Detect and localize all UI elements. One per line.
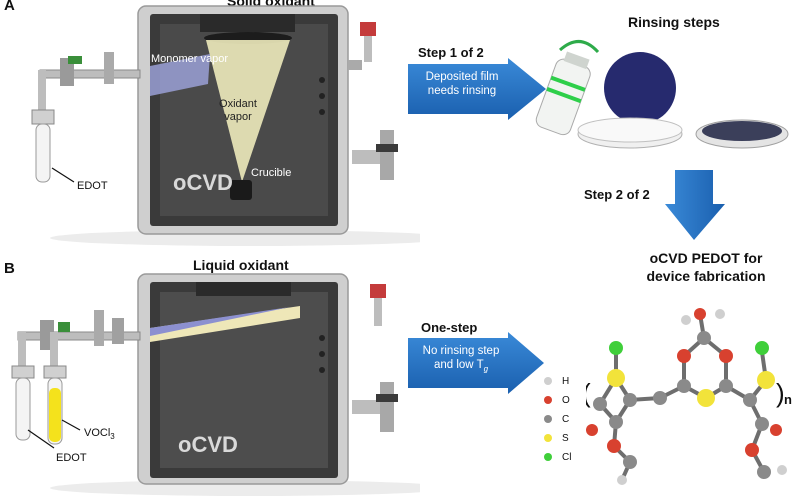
legend-symbol: O <box>562 395 570 406</box>
legend-symbol: C <box>562 414 570 425</box>
legend-item: Cl <box>544 452 571 463</box>
legend-symbol: S <box>562 433 569 444</box>
panel-a-apparatus <box>31 5 420 246</box>
panel-a-title: Solid oxidant <box>227 0 315 9</box>
rinsing-title: Rinsing steps <box>628 14 720 30</box>
monomer-vapor <box>150 54 210 96</box>
legend-swatch <box>544 415 552 424</box>
vocl3-label: VOCl3 <box>84 427 115 442</box>
legend-item: S <box>544 433 569 444</box>
panel-b-apparatus <box>11 273 420 496</box>
step1-arrow <box>408 58 546 120</box>
crucible <box>230 180 252 200</box>
panel-b-title: Liquid oxidant <box>193 257 289 273</box>
oxidant-vapor-cone <box>206 40 290 182</box>
svg-text:): ) <box>776 378 785 408</box>
edot-tube-b <box>15 377 31 441</box>
svg-text:(: ( <box>586 378 591 408</box>
deposited-film <box>150 307 290 336</box>
film-substrate <box>150 306 300 342</box>
monomer-vapor-label: Monomer vapor <box>151 53 229 65</box>
panel-b-letter: B <box>4 260 15 277</box>
chamber-a-label: oCVD <box>173 170 233 195</box>
crucible-label: Crucible <box>251 167 292 179</box>
legend-item: O <box>544 395 570 406</box>
step2-arrow <box>665 170 725 240</box>
legend-symbol: Cl <box>562 452 572 463</box>
oxidant-vapor-label: Oxidant vapor <box>219 98 257 123</box>
chamber-b-label: oCVD <box>178 432 238 457</box>
edot-tube-a <box>35 123 51 183</box>
edot-label-a: EDOT <box>77 180 108 192</box>
edot-label-b: EDOT <box>56 452 87 464</box>
legend-swatch <box>544 434 552 443</box>
one-step-text: No rinsing step and low Tg <box>422 345 500 374</box>
step2-label: Step 2 of 2 <box>584 187 650 202</box>
rinsing-illustration <box>535 40 789 149</box>
panel-a-letter: A <box>4 0 15 14</box>
vocl3-liquid <box>49 388 61 442</box>
legend-item: C <box>544 414 569 425</box>
film-disc <box>604 52 676 124</box>
one-step-arrow <box>408 332 544 394</box>
step1-label: Step 1 of 2 <box>418 45 484 60</box>
legend-item: H <box>544 376 569 387</box>
polymer-subscript-n: n <box>784 392 792 407</box>
legend-swatch <box>544 377 552 386</box>
legend-swatch <box>544 396 552 405</box>
legend-swatch <box>544 453 552 462</box>
one-step-label: One-step <box>421 320 478 335</box>
legend-symbol: H <box>562 376 570 387</box>
pedot-molecule: ( ) <box>586 308 787 485</box>
